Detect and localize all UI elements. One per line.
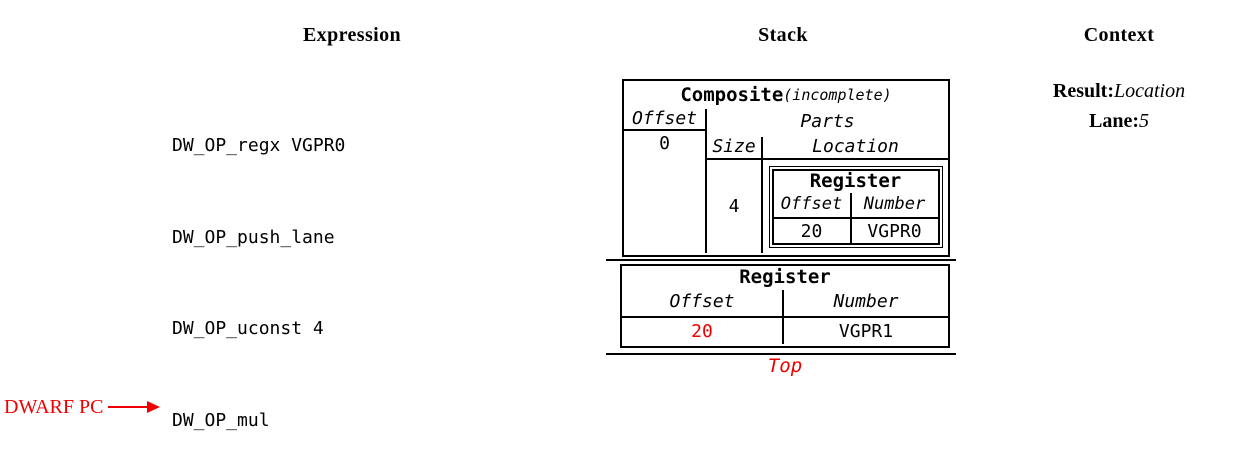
register-offset-value: 20 — [622, 316, 784, 344]
composite-offset-header: Offset — [624, 109, 705, 131]
context-result-row: Result:Location — [1009, 76, 1229, 106]
expression-op-list: DW_OP_regx VGPR0 DW_OP_push_lane DW_OP_u… — [172, 70, 345, 468]
composite-size-value: 4 — [728, 196, 740, 217]
context-lane-label: Lane: — [1089, 110, 1139, 132]
composite-parts-header: Parts — [800, 111, 855, 132]
dwarf-pc-arrow-head-icon — [147, 401, 160, 413]
composite-title: Composite — [680, 84, 784, 106]
register-number-value: VGPR1 — [784, 316, 948, 344]
context-column-header: Context — [1083, 24, 1155, 46]
dwarf-pc-arrow-line — [108, 406, 149, 408]
stack-separator — [606, 259, 956, 261]
part-register-offset-header: Offset — [774, 192, 852, 217]
context-result-label: Result: — [1052, 80, 1114, 102]
stack-top-label: Top — [767, 355, 803, 377]
context-result-value: Location — [1113, 80, 1186, 102]
register-offset-header: Offset — [622, 290, 784, 316]
register-title: Register — [739, 266, 831, 288]
part-register-number-value: VGPR0 — [851, 216, 938, 243]
composite-offset-value: 0 — [659, 133, 670, 154]
expression-op-0: DW_OP_regx VGPR0 — [172, 135, 346, 156]
part-register-number-header: Number — [863, 193, 926, 214]
register-number-header: Number — [833, 291, 899, 312]
composite-title-row: Composite(incomplete) — [624, 81, 948, 109]
composite-parts-column: Parts Size 4 Location Register — [707, 109, 948, 253]
composite-offset-column: Offset 0 — [624, 109, 707, 253]
stack-entry-register: Register Offset Number 20 VGPR1 — [620, 264, 950, 348]
part-register-offset-value: 20 — [773, 216, 852, 243]
part-register-box: Register Offset Number 20 VGPR0 — [768, 165, 943, 248]
context-lane-row: Lane:5 — [1009, 106, 1229, 136]
composite-location-header: Location — [763, 137, 948, 160]
stack-column-header: Stack — [758, 24, 808, 46]
expression-column-header: Expression — [302, 24, 402, 46]
expression-op-1: DW_OP_push_lane — [172, 226, 335, 248]
composite-qualifier: (incomplete) — [783, 86, 892, 104]
composite-location-column: Location Register Offset Number 20 — [763, 137, 948, 253]
dwarf-pc-label: DWARF PC — [4, 396, 104, 418]
stack-entry-composite: Composite(incomplete) Offset 0 Parts Siz… — [622, 79, 950, 257]
expression-op-2: DW_OP_uconst 4 — [172, 318, 324, 339]
context-block: Result:Location Lane:5 — [1009, 76, 1229, 136]
context-lane-value: 5 — [1139, 110, 1149, 132]
composite-size-column: Size 4 — [707, 137, 763, 253]
expression-op-3: DW_OP_mul — [172, 409, 270, 431]
part-register-title: Register — [809, 169, 902, 192]
composite-size-header: Size — [707, 137, 761, 160]
stack-separator — [606, 353, 956, 355]
